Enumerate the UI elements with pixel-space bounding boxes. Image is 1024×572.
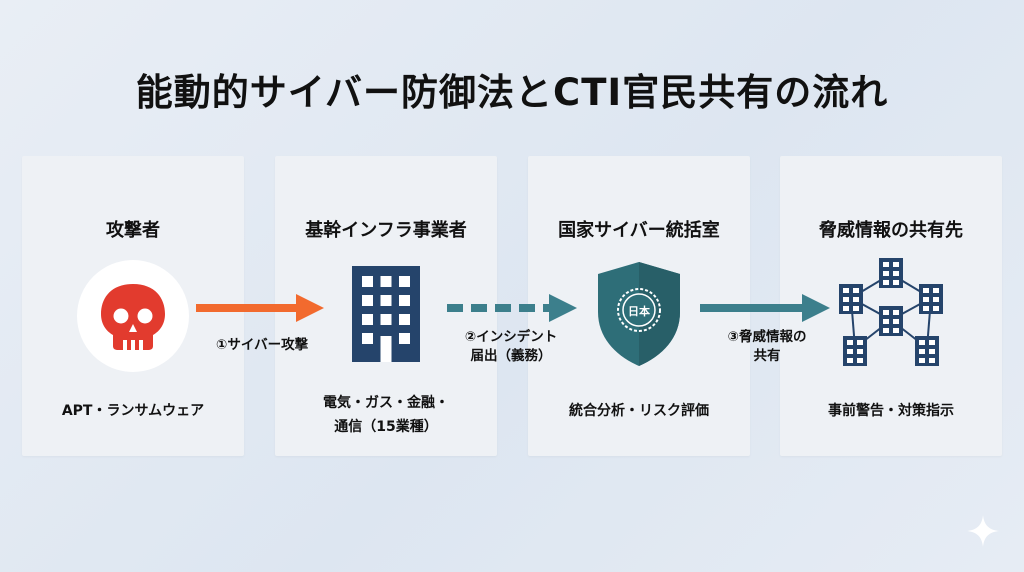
office-building-icon [352,266,420,362]
panel-desc-national-office: 統合分析・リスク評価 [569,403,709,419]
sparkle-icon [967,515,999,547]
panel-title-infrastructure: 基幹インフラ事業者 [305,220,467,241]
arrow-label-attack: ①サイバー攻撃 [215,337,309,353]
arrow-label-incident-line1: ②インシデント [464,329,558,345]
national-shield-icon: 日本 [598,262,680,366]
arrow-label-incident-line2: 届出（義務） [470,348,552,364]
page-title: 能動的サイバー防御法とCTI官民共有の流れ [135,71,889,114]
incident-report-arrow [447,294,577,322]
panel-title-national-office: 国家サイバー統括室 [558,220,720,241]
arrow-label-sharing-line1: ③脅威情報の [727,329,807,345]
panel-desc-attacker: APT・ランサムウェア [61,403,205,419]
threat-sharing-arrow [700,294,830,322]
panel-desc-sharing-recipients: 事前警告・対策指示 [828,403,954,419]
building-network-icon [839,258,943,366]
panel-desc-infrastructure-line2: 通信（15業種） [334,419,438,435]
attack-arrow [196,294,324,322]
emblem-text: 日本 [628,304,650,318]
panel-title-sharing-recipients: 脅威情報の共有先 [819,220,963,241]
skull-icon [77,260,189,372]
arrow-label-sharing-line2: 共有 [753,348,781,364]
emblem-icon: 日本 [617,288,661,332]
panel-title-attacker: 攻撃者 [106,220,160,241]
panel-desc-infrastructure-line1: 電気・ガス・金融・ [323,395,449,411]
